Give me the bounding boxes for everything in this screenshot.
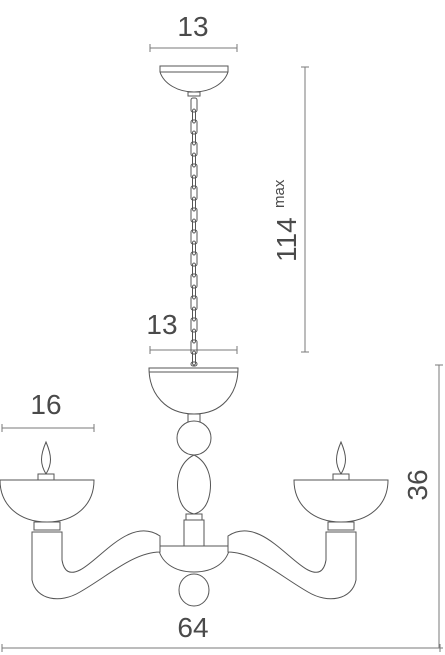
chain-link (192, 306, 196, 322)
chain-link (192, 262, 196, 278)
chain (190, 97, 198, 367)
chain-link (192, 174, 196, 190)
bowl-width-label: 13 (146, 309, 177, 340)
cup-width-dimension: 16 (1, 389, 95, 432)
chain-link (190, 207, 198, 223)
chain-link (192, 108, 196, 124)
body-height-label: 36 (402, 469, 433, 500)
overall-width-label: 64 (177, 612, 208, 643)
chain-link (192, 284, 196, 300)
bowl-width-dimension: 13 (146, 309, 238, 354)
chain-link (190, 229, 198, 245)
chain-link (190, 251, 198, 267)
chain-link (190, 185, 198, 201)
drop-height-dimension: 114 max (271, 66, 309, 353)
drop-height-max-label: max (271, 179, 288, 208)
body-height-dimension: 36 (402, 364, 443, 649)
chain-link (192, 240, 196, 256)
chain-link (192, 350, 196, 366)
chain-link (190, 141, 198, 157)
chain-link (190, 119, 198, 135)
ceiling-canopy (159, 65, 229, 97)
canopy-width-label: 13 (177, 11, 208, 42)
center-bowl (148, 367, 239, 415)
right-candle-cup (293, 440, 389, 531)
drop-height-label: 114 (271, 217, 302, 262)
left-candle-cup (0, 440, 95, 531)
chain-link (190, 273, 198, 289)
arms (31, 530, 357, 600)
chain-link (190, 295, 198, 311)
chain-link (192, 130, 196, 146)
overall-width-dimension: 64 (1, 612, 441, 652)
chain-link (190, 97, 198, 113)
canopy-width-dimension: 13 (149, 11, 238, 52)
chain-link (190, 339, 198, 355)
chain-link (192, 152, 196, 168)
center-column (157, 413, 231, 607)
chain-link (190, 163, 198, 179)
chain-link (190, 317, 198, 333)
chain-link (192, 196, 196, 212)
chain-link (190, 361, 198, 367)
chain-link (192, 328, 196, 344)
cup-width-label: 16 (30, 389, 61, 420)
chain-link (192, 218, 196, 234)
